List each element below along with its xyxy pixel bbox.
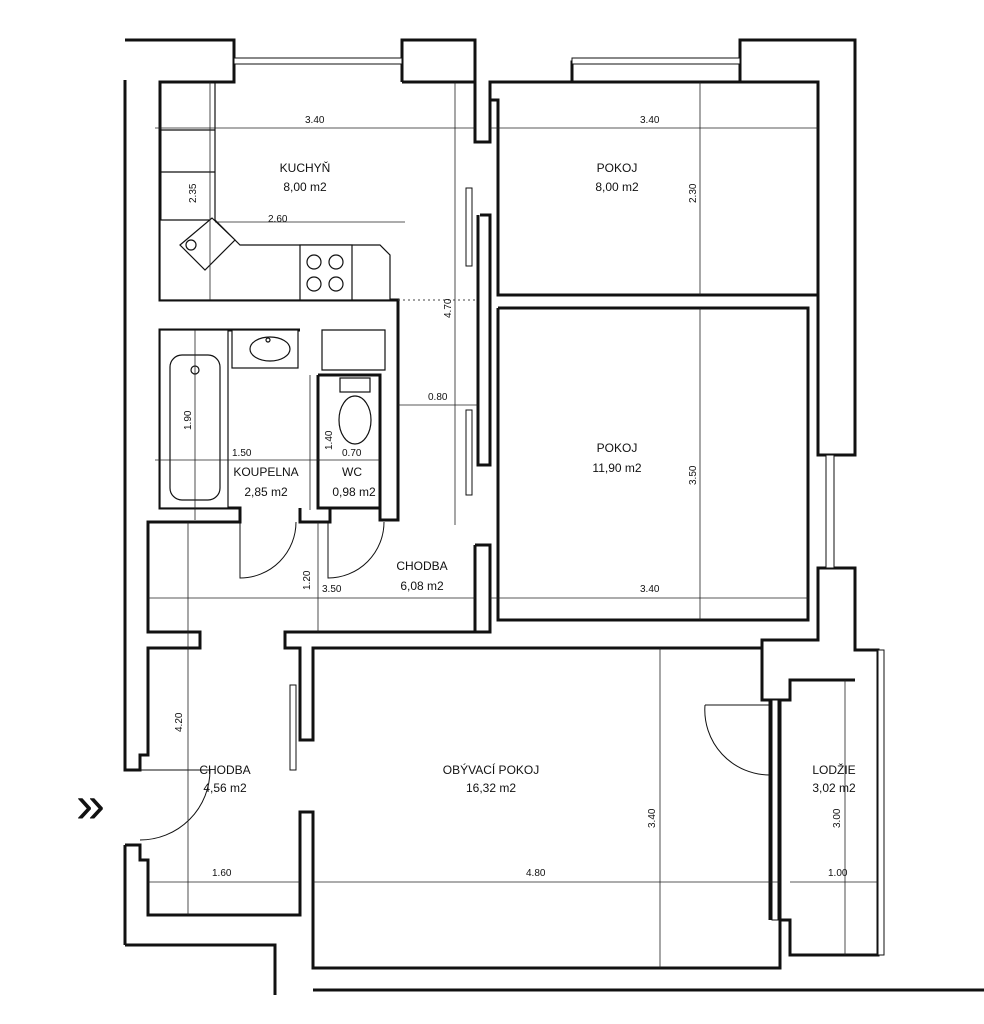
room-area-obyvaci: 16,32 m2 xyxy=(466,781,516,795)
room-name-chodba-upper: CHODBA xyxy=(396,559,447,573)
room-name-pokoj-mid: POKOJ xyxy=(597,441,638,455)
dim-hall-width: 0.80 xyxy=(428,392,448,403)
washbasin xyxy=(231,329,299,369)
room-area-lodzie: 3,02 m2 xyxy=(812,781,856,795)
dim-pokoj-mid-width: 3.40 xyxy=(640,584,660,595)
dim-chodba-width: 1.20 xyxy=(302,570,313,590)
dim-chodba-lower-length: 4.20 xyxy=(174,712,185,732)
dim-hall-length: 4.70 xyxy=(443,298,454,318)
dim-wc-depth: 1.40 xyxy=(324,430,335,450)
dim-chodba-length: 3.50 xyxy=(322,584,342,595)
entrance-arrow-icon: » xyxy=(76,776,105,834)
kitchen-fixtures xyxy=(159,82,478,301)
room-area-koupelna: 2,85 m2 xyxy=(244,485,288,499)
dim-pokoj-mid-depth: 3.50 xyxy=(688,465,699,485)
room-area-chodba-upper: 6,08 m2 xyxy=(400,579,444,593)
washing-machine xyxy=(321,329,386,371)
sink xyxy=(179,217,236,271)
dim-pokoj-top-depth: 2.30 xyxy=(688,183,699,203)
dim-kuchyn-width: 3.40 xyxy=(305,115,325,126)
dim-chodba-lower-width: 1.60 xyxy=(212,868,232,879)
dimension-labels: 3.40 3.40 2.35 2.60 2.30 4.70 0.80 1.90 … xyxy=(174,115,848,879)
walls xyxy=(123,38,984,995)
room-area-wc: 0,98 m2 xyxy=(332,485,376,499)
room-area-kuchyn: 8,00 m2 xyxy=(283,180,327,194)
dim-bath-length: 1.90 xyxy=(183,410,194,430)
dim-pokoj-top-width: 3.40 xyxy=(640,115,660,126)
dim-bath-width: 1.50 xyxy=(232,448,252,459)
room-name-kuchyn: KUCHYŇ xyxy=(280,160,331,175)
room-name-lodzie: LODŽIE xyxy=(812,762,855,777)
toilet-tank xyxy=(339,377,371,393)
dim-kuchyn-depth: 2.35 xyxy=(188,183,199,203)
dim-lodzie-depth: 3.00 xyxy=(832,808,843,828)
doors xyxy=(139,521,771,841)
room-area-pokoj-top: 8,00 m2 xyxy=(595,180,639,194)
dim-obyvaci-depth: 3.40 xyxy=(647,808,658,828)
room-name-pokoj-top: POKOJ xyxy=(597,161,638,175)
room-name-obyvaci: OBÝVACÍ POKOJ xyxy=(443,762,539,777)
room-name-chodba-lower: CHODBA xyxy=(199,763,250,777)
dimension-lines xyxy=(148,82,878,968)
windows xyxy=(233,57,885,956)
room-labels: KUCHYŇ 8,00 m2 POKOJ 8,00 m2 POKOJ 11,90… xyxy=(199,160,856,795)
room-name-wc: WC xyxy=(342,465,362,479)
dim-lodzie-width: 1.00 xyxy=(828,868,848,879)
stove xyxy=(299,244,353,301)
dim-obyvaci-width: 4.80 xyxy=(526,868,546,879)
bathtub xyxy=(159,329,229,509)
dim-counter: 2.60 xyxy=(268,214,288,225)
room-name-koupelna: KOUPELNA xyxy=(233,465,298,479)
room-area-chodba-lower: 4,56 m2 xyxy=(203,781,247,795)
toilet xyxy=(338,395,372,445)
room-area-pokoj-mid: 11,90 m2 xyxy=(592,461,641,475)
dim-wc-width: 0.70 xyxy=(342,448,362,459)
